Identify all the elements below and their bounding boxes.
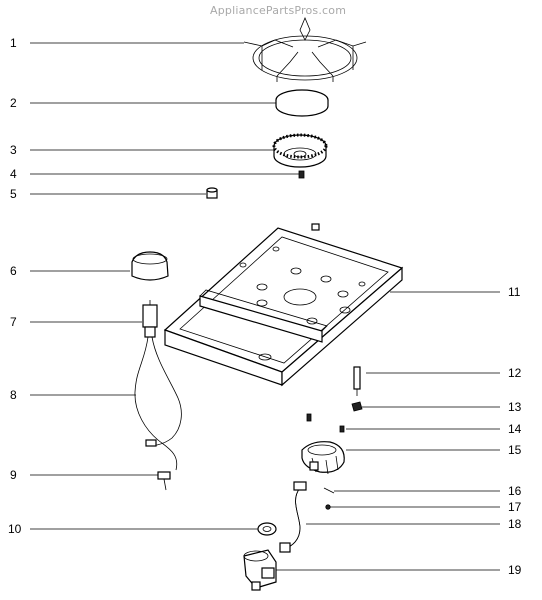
gas-tube-part <box>279 481 307 553</box>
callout-8: 8 <box>10 388 17 402</box>
callout-3: 3 <box>10 143 17 157</box>
callout-12: 12 <box>508 366 522 380</box>
screw-part <box>306 413 345 433</box>
burner-housing-part <box>301 441 345 475</box>
callout-10: 10 <box>8 522 22 536</box>
thermocouple-tip-part <box>353 366 361 396</box>
callout-1: 1 <box>10 36 17 50</box>
burner-tray-part <box>163 223 404 387</box>
ignition-wire-part <box>134 336 182 471</box>
pin-part <box>323 487 335 494</box>
igniter-electrode-part <box>142 300 158 338</box>
callout-6: 6 <box>10 264 17 278</box>
callout-16: 16 <box>508 484 522 498</box>
callout-4: 4 <box>10 167 17 181</box>
washer-part <box>257 522 277 536</box>
callout-18: 18 <box>508 517 522 531</box>
callout-2: 2 <box>10 96 17 110</box>
callout-9: 9 <box>10 468 17 482</box>
set-screw-part <box>325 504 331 510</box>
leader-lines <box>30 42 500 571</box>
wire-terminal-part <box>157 471 171 491</box>
callout-13: 13 <box>508 400 522 414</box>
burner-cap-part <box>275 89 329 117</box>
burner-grate-part <box>243 16 367 82</box>
callout-19: 19 <box>508 563 522 577</box>
callout-5: 5 <box>10 187 17 201</box>
callout-14: 14 <box>508 422 522 436</box>
bracket-clip-part <box>351 401 363 412</box>
small-screw-part <box>298 170 305 179</box>
callout-17: 17 <box>508 500 522 514</box>
watermark-text: AppliancePartsPros.com <box>210 4 347 17</box>
callout-15: 15 <box>508 443 522 457</box>
nut-part <box>206 187 218 199</box>
callout-11: 11 <box>508 285 521 299</box>
electrode-cap-part <box>131 251 169 281</box>
flame-spreader-part <box>272 133 328 168</box>
callout-7: 7 <box>10 315 17 329</box>
gas-valve-part <box>243 549 277 591</box>
